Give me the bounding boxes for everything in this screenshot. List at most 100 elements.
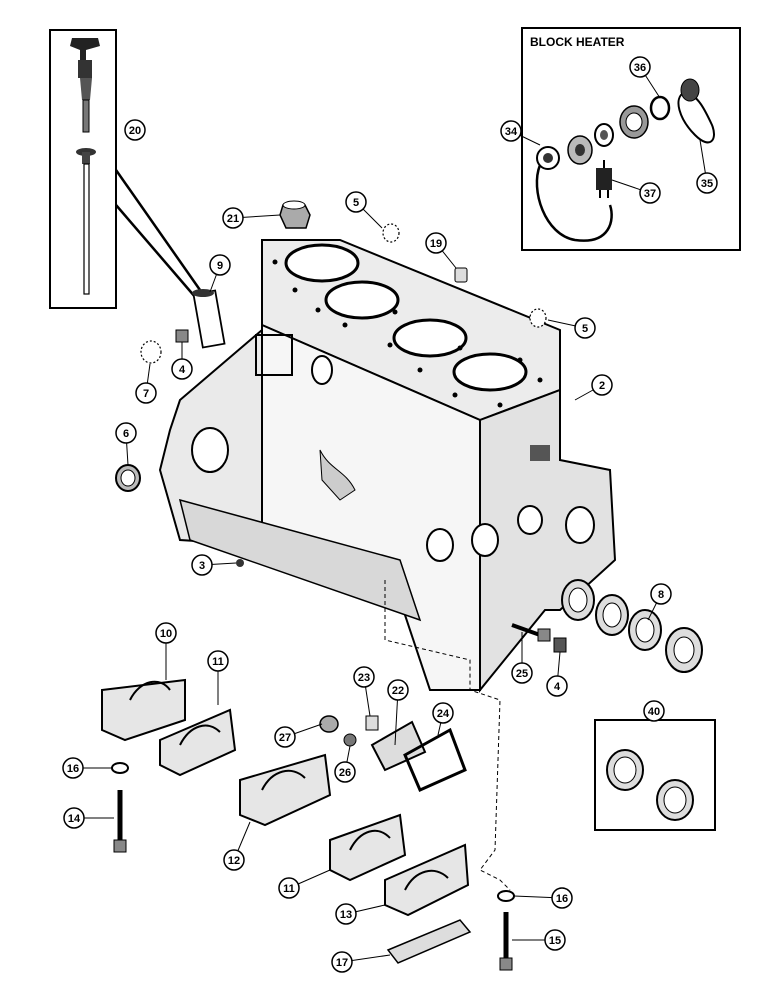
callout-35: 35 bbox=[696, 139, 718, 194]
callout-34: 34 bbox=[500, 120, 541, 146]
callout-label: 36 bbox=[634, 62, 646, 74]
callout-bubble bbox=[546, 675, 568, 697]
callout-7: 7 bbox=[135, 363, 157, 404]
callout-bubble bbox=[544, 929, 566, 951]
loose-parts bbox=[101, 200, 716, 971]
callout-bubble bbox=[222, 207, 244, 229]
callout-bubble bbox=[551, 887, 573, 909]
callout-36: 36 bbox=[629, 56, 661, 99]
callout-bubble bbox=[500, 120, 522, 142]
callout-25: 25 bbox=[511, 632, 533, 684]
callout-bubble bbox=[155, 622, 177, 644]
callout-8: 8 bbox=[647, 583, 672, 621]
callout-label: 11 bbox=[283, 883, 295, 895]
callout-bubble bbox=[387, 679, 409, 701]
callout-bubble bbox=[511, 662, 533, 684]
callout-15: 15 bbox=[512, 929, 566, 951]
callout-16: 16 bbox=[513, 887, 573, 909]
callout-label: 9 bbox=[217, 260, 223, 272]
callout-label: 40 bbox=[648, 706, 660, 718]
callout-16: 16 bbox=[62, 757, 112, 779]
callout-bubble bbox=[353, 666, 375, 688]
callout-bubble bbox=[124, 119, 146, 141]
callout-bubble bbox=[335, 903, 357, 925]
callout-label: 21 bbox=[227, 213, 239, 225]
callout-13: 13 bbox=[335, 903, 386, 925]
callout-4: 4 bbox=[546, 651, 568, 697]
callout-label: 17 bbox=[336, 957, 348, 969]
callout-label: 22 bbox=[392, 685, 404, 697]
callout-37: 37 bbox=[611, 179, 661, 204]
callout-label: 34 bbox=[505, 126, 518, 138]
callout-label: 16 bbox=[67, 763, 79, 775]
callout-bubble bbox=[345, 191, 367, 213]
callout-17: 17 bbox=[331, 951, 391, 973]
callout-label: 24 bbox=[437, 708, 450, 720]
callout-label: 5 bbox=[353, 197, 359, 209]
callout-bubble bbox=[191, 554, 213, 576]
block-heater-title: BLOCK HEATER bbox=[530, 35, 625, 49]
callout-bubble bbox=[207, 650, 229, 672]
callout-bubble bbox=[639, 182, 661, 204]
callout-label: 11 bbox=[212, 656, 224, 668]
callout-bubble bbox=[629, 56, 651, 78]
callout-label: 7 bbox=[143, 388, 149, 400]
callout-label: 3 bbox=[199, 560, 205, 572]
callout-label: 8 bbox=[658, 589, 664, 601]
callout-label: 27 bbox=[279, 732, 291, 744]
callout-bubble bbox=[115, 422, 137, 444]
callout-bubble bbox=[209, 254, 231, 276]
callout-2: 2 bbox=[574, 374, 613, 401]
callout-27: 27 bbox=[274, 723, 323, 748]
callout-10: 10 bbox=[155, 622, 177, 680]
callout-5: 5 bbox=[547, 317, 596, 339]
callout-4: 4 bbox=[171, 342, 193, 380]
callout-label: 5 bbox=[582, 323, 588, 335]
callout-bubble bbox=[334, 761, 356, 783]
callout-40: 40 bbox=[643, 700, 665, 722]
engine-block bbox=[158, 239, 617, 693]
callout-bubble bbox=[591, 374, 613, 396]
callout-label: 2 bbox=[599, 380, 605, 392]
callout-label: 25 bbox=[516, 668, 528, 680]
callout-19: 19 bbox=[425, 232, 457, 269]
callout-bubble bbox=[643, 700, 665, 722]
callout-label: 16 bbox=[556, 893, 568, 905]
callout-bubble bbox=[135, 382, 157, 404]
callout-bubble bbox=[62, 757, 84, 779]
dipstick-inset bbox=[49, 29, 202, 309]
callout-9: 9 bbox=[209, 254, 231, 293]
callout-12: 12 bbox=[223, 821, 251, 871]
callout-label: 4 bbox=[179, 364, 186, 376]
callout-bubble bbox=[274, 726, 296, 748]
callout-bubble bbox=[425, 232, 447, 254]
callout-bubble bbox=[432, 702, 454, 724]
callout-label: 10 bbox=[160, 628, 172, 640]
callout-21: 21 bbox=[222, 207, 281, 229]
callout-label: 19 bbox=[430, 238, 442, 250]
callout-3: 3 bbox=[191, 554, 237, 576]
callout-24: 24 bbox=[432, 702, 454, 736]
callout-label: 6 bbox=[123, 428, 129, 440]
callout-23: 23 bbox=[353, 666, 375, 717]
callout-bubble bbox=[696, 172, 718, 194]
callout-11: 11 bbox=[207, 650, 229, 705]
callout-bubble bbox=[223, 849, 245, 871]
callout-6: 6 bbox=[115, 422, 137, 466]
callout-bubble bbox=[650, 583, 672, 605]
callout-label: 23 bbox=[358, 672, 370, 684]
callout-bubble bbox=[331, 951, 353, 973]
callout-label: 35 bbox=[701, 178, 713, 190]
callout-bubble bbox=[171, 358, 193, 380]
callout-label: 15 bbox=[549, 935, 561, 947]
callout-bubble bbox=[63, 807, 85, 829]
callout-14: 14 bbox=[63, 807, 114, 829]
callout-label: 26 bbox=[339, 767, 351, 779]
callout-label: 12 bbox=[228, 855, 240, 867]
callout-11: 11 bbox=[278, 869, 331, 899]
callout-label: 4 bbox=[554, 681, 561, 693]
callout-22: 22 bbox=[387, 679, 409, 746]
callout-label: 37 bbox=[644, 188, 656, 200]
